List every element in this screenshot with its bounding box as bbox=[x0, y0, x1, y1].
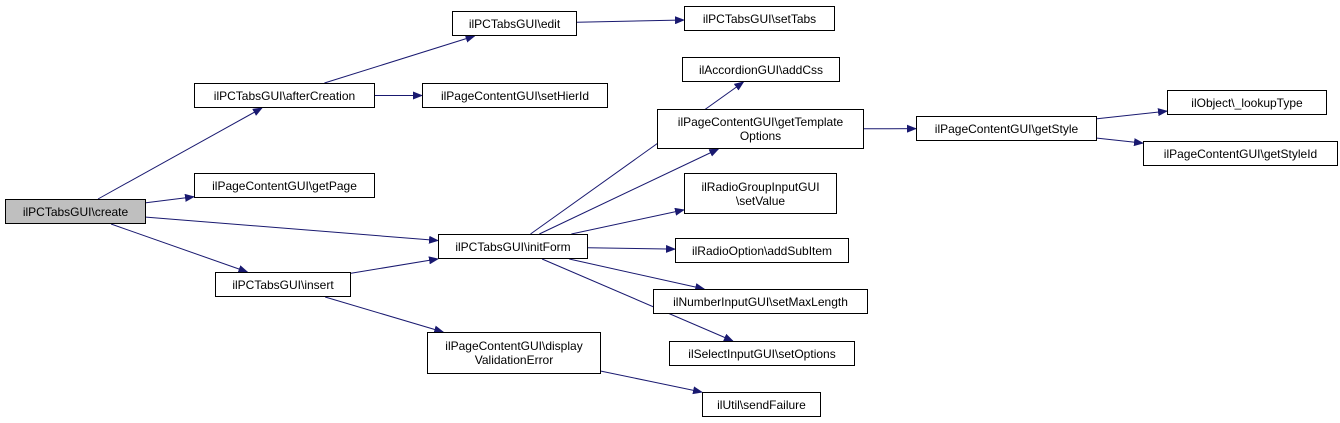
edge-initForm-to-addCss bbox=[530, 81, 745, 235]
node-label: ilObject\_lookupType bbox=[1191, 95, 1303, 110]
node-sendFailure[interactable]: ilUtil\sendFailure bbox=[702, 392, 821, 417]
node-label: ilPageContentGUI\getTemplate bbox=[677, 115, 844, 129]
node-initForm[interactable]: ilPCTabsGUI\initForm bbox=[438, 234, 588, 259]
node-label: ilRadioGroupInputGUI bbox=[701, 179, 820, 194]
edge-edit-to-setTabs bbox=[576, 16, 685, 25]
node-label: ilPageContentGUI\setHierId bbox=[440, 88, 590, 103]
node-addCss[interactable]: ilAccordionGUI\addCss bbox=[682, 57, 840, 82]
node-afterCreation[interactable]: ilPCTabsGUI\afterCreation bbox=[194, 83, 375, 108]
node-label: \setValue bbox=[735, 193, 786, 208]
node-setMaxLength[interactable]: ilNumberInputGUI\setMaxLength bbox=[653, 289, 868, 314]
node-label: ilSelectInputGUI\setOptions bbox=[688, 346, 836, 361]
edge-displayValidationError-to-sendFailure bbox=[600, 370, 703, 395]
node-getStyle[interactable]: ilPageContentGUI\getStyle bbox=[916, 116, 1097, 141]
edge-create-to-initForm bbox=[145, 216, 439, 244]
node-label: ilPageContentGUI\getStyleId bbox=[1163, 146, 1318, 161]
node-label: ValidationError bbox=[474, 353, 554, 367]
edge-create-to-insert bbox=[110, 223, 249, 273]
edge-initForm-to-setOptions bbox=[541, 258, 734, 342]
node-label: ilPageContentGUI\getStyle bbox=[934, 121, 1079, 136]
node-label: ilNumberInputGUI\setMaxLength bbox=[673, 294, 848, 309]
edge-insert-to-initForm bbox=[350, 256, 439, 274]
node-label: Options bbox=[739, 129, 782, 143]
edge-initForm-to-getTemplateOptions bbox=[539, 148, 720, 235]
node-insert[interactable]: ilPCTabsGUI\insert bbox=[215, 272, 351, 297]
node-label: ilUtil\sendFailure bbox=[717, 397, 806, 412]
node-label: ilPageContentGUI\display bbox=[445, 339, 583, 353]
node-label: ilPCTabsGUI\insert bbox=[232, 277, 334, 292]
node-addSubItem[interactable]: ilRadioOption\addSubItem bbox=[675, 238, 849, 263]
node-label: ilPCTabsGUI\create bbox=[22, 204, 129, 219]
edge-getStyle-to-getStyleId bbox=[1096, 137, 1144, 147]
node-setHierId[interactable]: ilPageContentGUI\setHierId bbox=[422, 83, 608, 108]
node-label: ilAccordionGUI\addCss bbox=[698, 62, 824, 77]
edge-initForm-to-setValue bbox=[571, 207, 685, 235]
edge-create-to-afterCreation bbox=[97, 107, 263, 200]
node-label: ilPCTabsGUI\afterCreation bbox=[213, 88, 356, 103]
edge-getStyle-to-lookupType bbox=[1096, 108, 1168, 120]
edge-create-to-getPage bbox=[145, 193, 195, 204]
node-label: ilPCTabsGUI\edit bbox=[468, 16, 561, 31]
node-label: ilRadioOption\addSubItem bbox=[691, 243, 833, 258]
node-getStyleId[interactable]: ilPageContentGUI\getStyleId bbox=[1143, 141, 1338, 166]
node-getPage[interactable]: ilPageContentGUI\getPage bbox=[194, 173, 375, 198]
node-lookupType[interactable]: ilObject\_lookupType bbox=[1167, 90, 1327, 115]
node-setTabs[interactable]: ilPCTabsGUI\setTabs bbox=[684, 6, 835, 31]
node-create[interactable]: ilPCTabsGUI\create bbox=[5, 199, 146, 224]
node-edit[interactable]: ilPCTabsGUI\edit bbox=[452, 11, 577, 36]
node-label: ilPageContentGUI\getPage bbox=[212, 178, 357, 193]
edge-initForm-to-addSubItem bbox=[587, 244, 676, 253]
node-label: ilPCTabsGUI\initForm bbox=[455, 239, 571, 254]
node-setValue[interactable]: ilRadioGroupInputGUI\setValue bbox=[684, 173, 837, 214]
node-setOptions[interactable]: ilSelectInputGUI\setOptions bbox=[669, 341, 855, 366]
edge-insert-to-displayValidationError bbox=[325, 296, 445, 334]
node-label: ilPCTabsGUI\setTabs bbox=[702, 11, 817, 26]
edge-initForm-to-setMaxLength bbox=[569, 258, 706, 291]
edge-afterCreation-to-edit bbox=[324, 34, 476, 84]
